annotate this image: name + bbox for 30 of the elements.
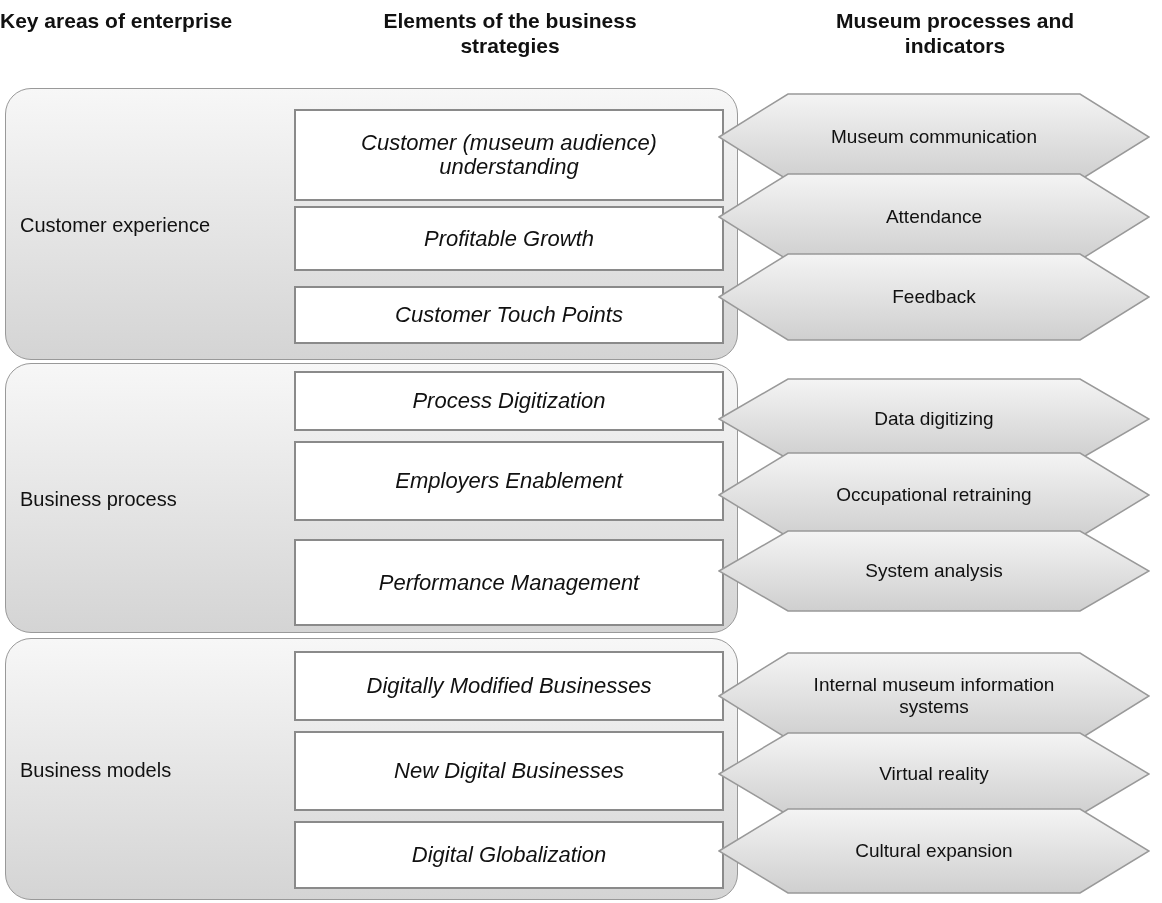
strategy-box: Process Digitization	[294, 371, 724, 431]
strategy-box: Employers Enablement	[294, 441, 724, 521]
indicator-label: Data digitizing	[873, 408, 995, 430]
indicator-label: Museum communication	[830, 126, 1038, 148]
indicator-hexagon	[718, 253, 1150, 341]
area-label: Business models	[20, 758, 172, 782]
strategy-box: Digital Globalization	[294, 821, 724, 889]
indicator-hexagon	[718, 530, 1150, 612]
indicator-label: Internal museum information systems	[812, 674, 1056, 718]
column-heading: Elements of the business strategies	[382, 8, 638, 58]
area-label: Business process	[20, 487, 177, 511]
strategy-box: Customer Touch Points	[294, 286, 724, 344]
column-heading: Museum processes and indicators	[834, 8, 1076, 58]
indicator-label: Attendance	[884, 206, 984, 228]
strategy-box: Digitally Modified Businesses	[294, 651, 724, 721]
column-heading: Key areas of enterprise	[0, 8, 234, 33]
area-label: Customer experience	[20, 213, 211, 237]
strategy-box: Performance Management	[294, 539, 724, 626]
strategy-box: New Digital Businesses	[294, 731, 724, 811]
area-panel	[5, 363, 738, 633]
indicator-label: Occupational retraining	[835, 484, 1033, 506]
indicator-label: Feedback	[891, 286, 977, 308]
indicator-hexagon	[718, 808, 1150, 894]
strategy-box: Profitable Growth	[294, 206, 724, 271]
area-panel	[5, 88, 738, 360]
indicator-label: Cultural expansion	[854, 840, 1014, 862]
area-panel	[5, 638, 738, 900]
indicator-label: Virtual reality	[878, 763, 990, 785]
strategy-box: Customer (museum audience) understanding	[294, 109, 724, 201]
indicator-label: System analysis	[864, 560, 1004, 582]
